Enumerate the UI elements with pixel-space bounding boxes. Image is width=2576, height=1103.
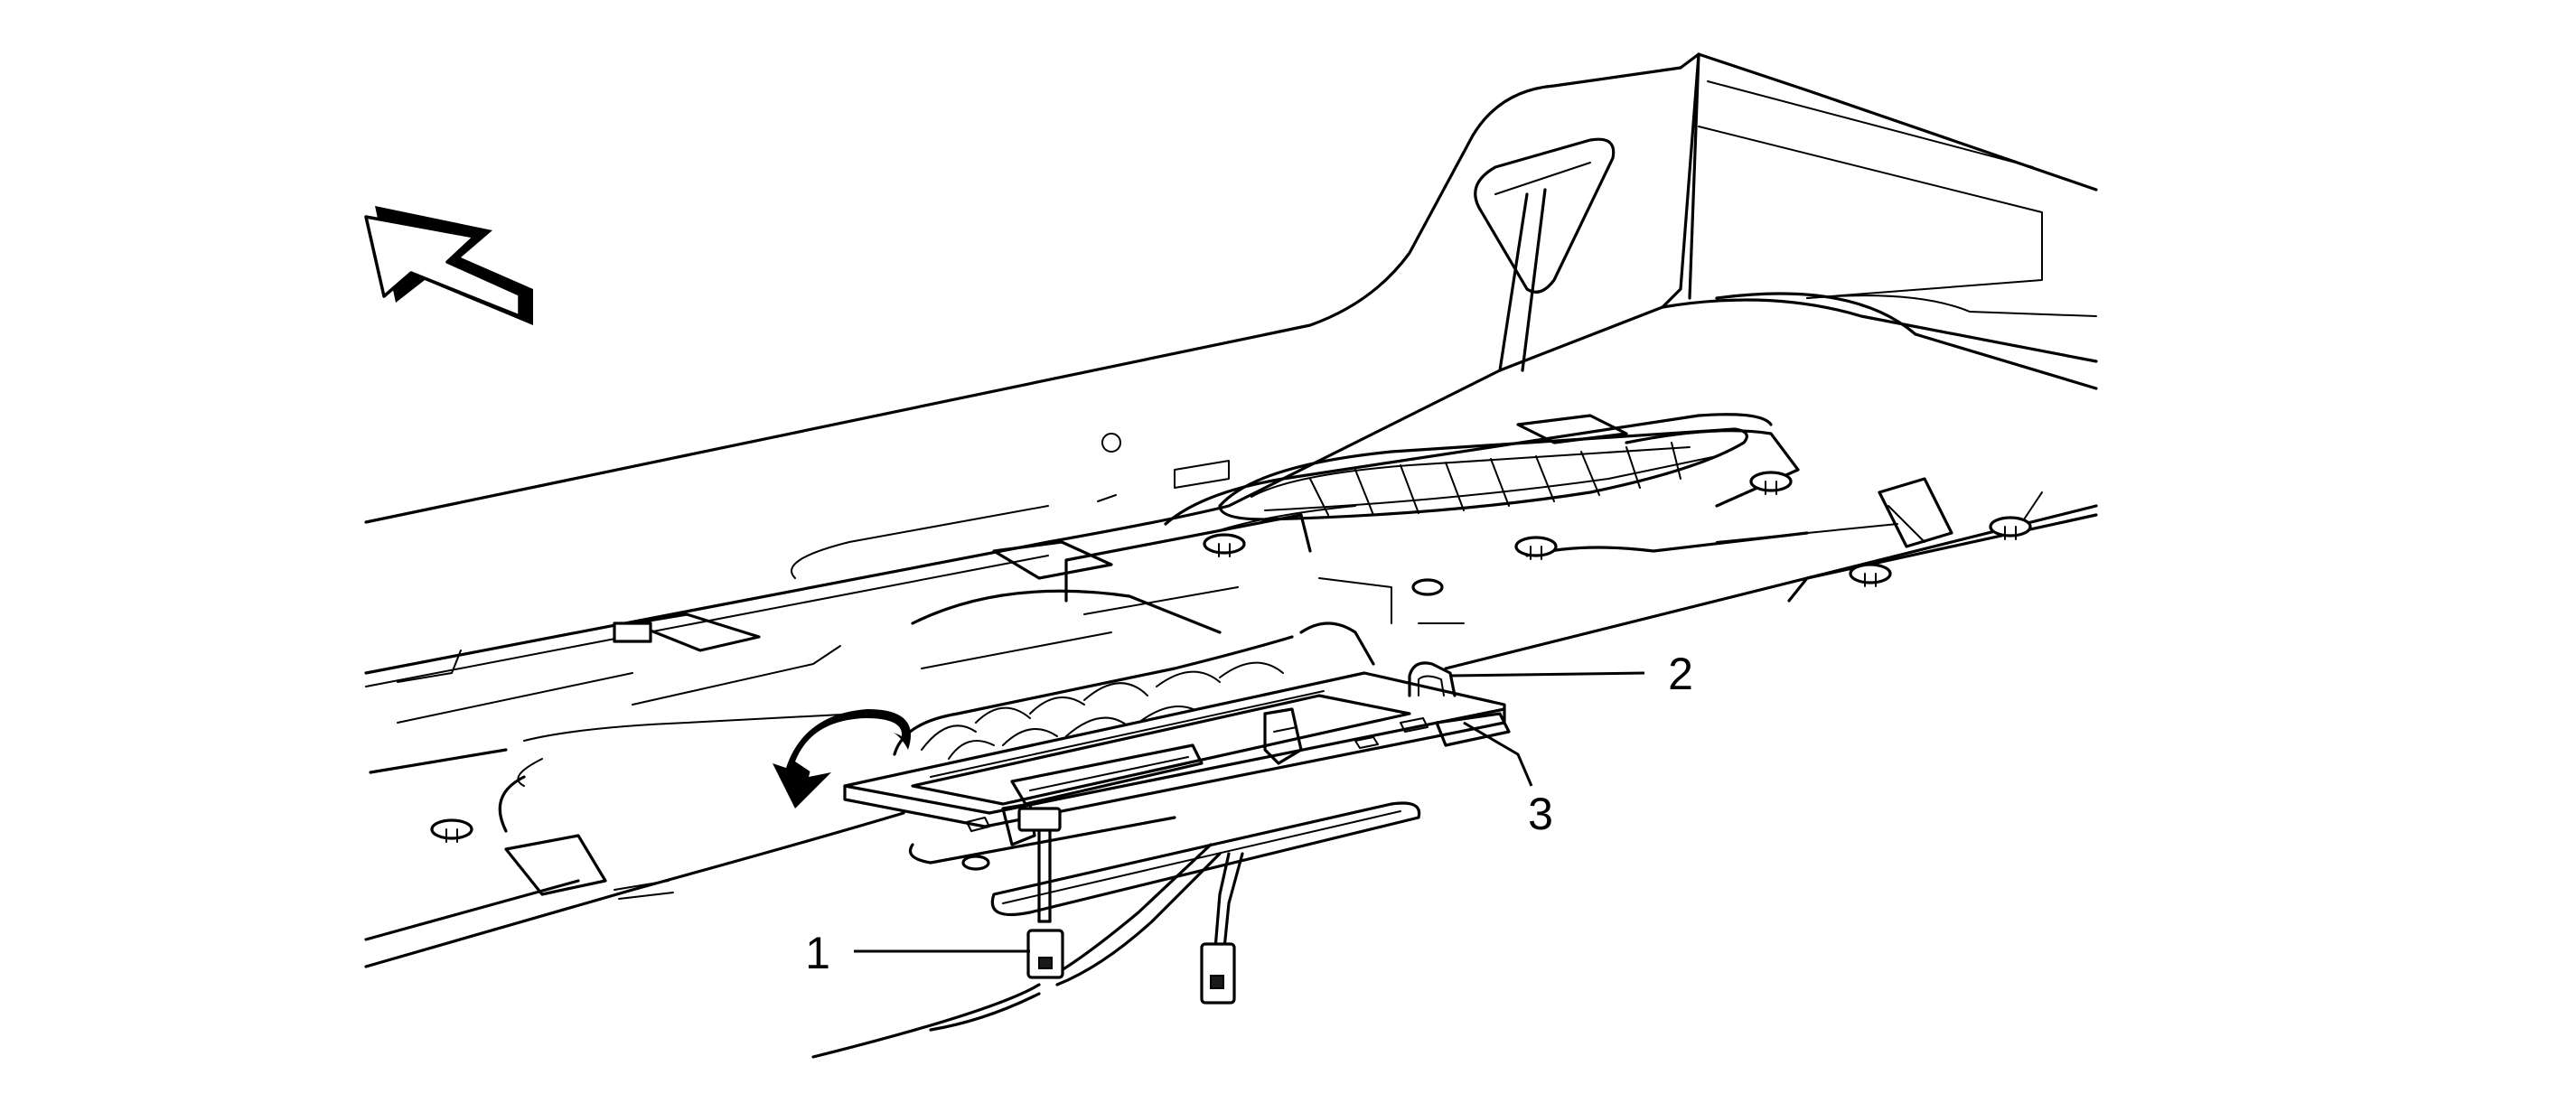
- callout-label-1: 1: [805, 928, 830, 978]
- fastener: [961, 855, 990, 871]
- electrical-connector-1: [1026, 929, 1064, 979]
- lamp-socket: [1017, 807, 1062, 832]
- rotation-arrow-icon: [773, 709, 911, 809]
- fasteners: [430, 471, 2032, 871]
- front-direction-arrow-icon: [364, 206, 533, 325]
- speaker-grille: [1218, 427, 1748, 521]
- fastener: [1514, 536, 1558, 560]
- rear-trim-panel: [364, 52, 2098, 968]
- fastener: [1203, 533, 1246, 557]
- fastener: [613, 622, 652, 643]
- fastener: [1849, 563, 1892, 587]
- callout-1: 1: [805, 928, 1030, 978]
- fastener: [1411, 578, 1444, 596]
- fastener: [1749, 471, 1793, 495]
- tape-strips: [504, 477, 1953, 900]
- stop-lamp-bracket: [843, 661, 1506, 846]
- electrical-connector-2: [1200, 942, 1236, 1005]
- callout-3: 3: [1463, 721, 1553, 839]
- lamp-wiring: [811, 807, 1244, 1059]
- fastener: [430, 818, 473, 843]
- fastener: [1989, 516, 2032, 540]
- callout-label-2: 2: [1668, 649, 1693, 699]
- stop-lamp-lens: [908, 712, 1511, 917]
- callout-label-3: 3: [1528, 789, 1553, 839]
- callout-2: 2: [1449, 649, 1693, 699]
